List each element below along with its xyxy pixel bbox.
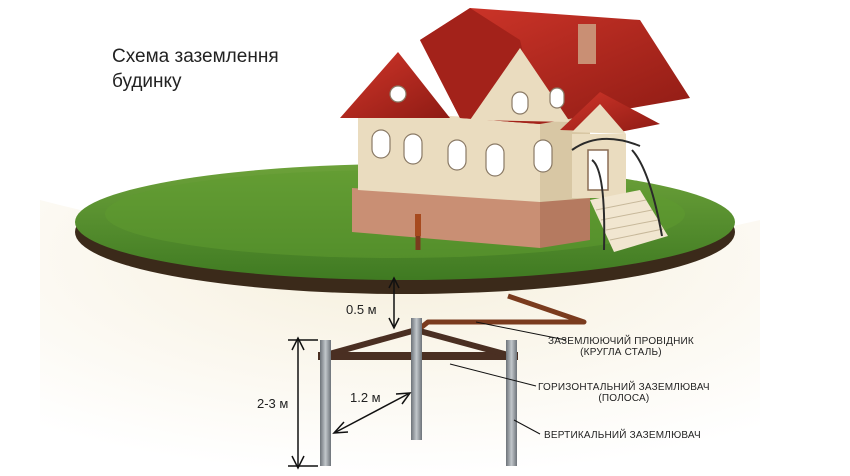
- rod-middle: [411, 318, 422, 440]
- rod-left: [320, 340, 331, 466]
- grounding-conductor: [415, 236, 587, 332]
- conductor-label: ЗАЗЕМЛЮЮЧИЙ ПРОВІДНИК (КРУГЛА СТАЛЬ): [548, 336, 694, 358]
- roof-left-gable: [340, 52, 450, 118]
- height-dimension-label: 2-3 м: [257, 396, 289, 411]
- diagram-title: Схема заземлення будинку: [112, 44, 279, 94]
- leader-lines: [449, 321, 567, 435]
- spacing-dimension-label: 1.2 м: [350, 390, 381, 405]
- horizontal-label-line-1: ГОРИЗОНТАЛЬНИЙ ЗАЗЕМЛЮВАЧ: [538, 382, 710, 393]
- dimension-lines: [288, 276, 412, 470]
- title-line-2: будинку: [112, 71, 182, 92]
- vertical-electrode-label: ВЕРТИКАЛЬНИЙ ЗАЗЕМЛЮВАЧ: [544, 430, 701, 441]
- conductor-label-line-2: (КРУГЛА СТАЛЬ): [580, 347, 662, 358]
- house-illustration: [340, 8, 690, 252]
- title-line-1: Схема заземлення: [112, 46, 279, 67]
- vertical-ground-rods: [320, 318, 517, 466]
- depth-dimension-label: 0.5 м: [346, 302, 377, 317]
- horizontal-electrode-label: ГОРИЗОНТАЛЬНИЙ ЗАЗЕМЛЮВАЧ (ПОЛОСА): [538, 382, 710, 404]
- conductor-label-line-1: ЗАЗЕМЛЮЮЧИЙ ПРОВІДНИК: [548, 336, 694, 347]
- horizontal-label-line-2: (ПОЛОСА): [598, 393, 650, 404]
- rod-right: [506, 340, 517, 466]
